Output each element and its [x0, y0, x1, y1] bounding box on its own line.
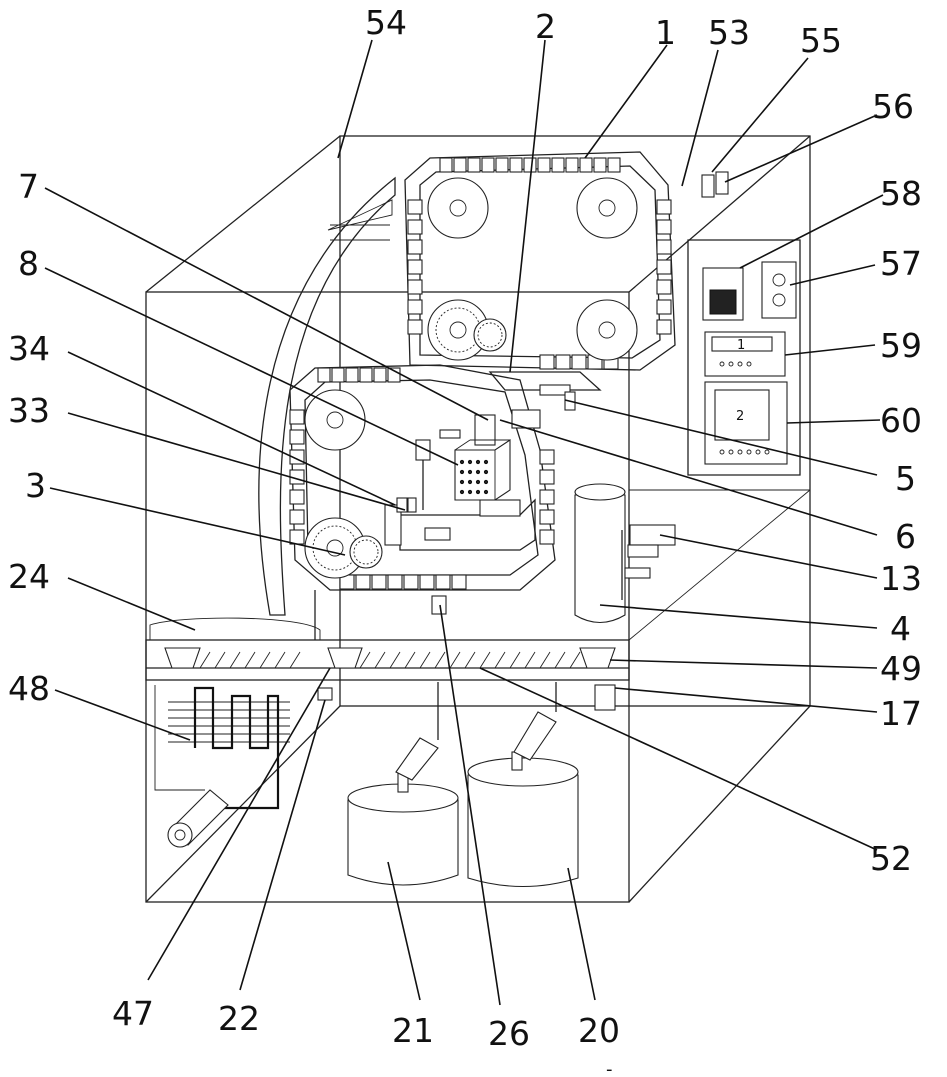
ref-24: 24	[8, 557, 50, 596]
leader-55	[712, 58, 808, 172]
ref-20: 20	[578, 1011, 620, 1050]
ref-26: 26	[488, 1014, 530, 1053]
ref-56: 56	[872, 87, 914, 126]
ref-57: 57	[880, 244, 922, 283]
storage-cylinder	[575, 484, 625, 623]
ref-58: 58	[880, 174, 922, 213]
ref-4: 4	[890, 609, 911, 648]
leader-58	[740, 195, 883, 268]
leader-53	[682, 50, 718, 186]
ref-54: 54	[365, 3, 407, 42]
leader-49	[610, 660, 877, 668]
ref-7: 7	[18, 167, 39, 206]
ref-47: 47	[112, 994, 154, 1033]
ref-21: 21	[392, 1011, 434, 1050]
ref-17: 17	[880, 694, 922, 733]
footer-mark: -	[606, 1059, 613, 1077]
ref-49: 49	[880, 649, 922, 688]
tank-20	[468, 682, 578, 887]
leader-17	[615, 688, 877, 712]
ref-5: 5	[895, 459, 916, 498]
ref-48: 48	[8, 669, 50, 708]
leader-59	[785, 345, 875, 355]
central-work-station	[385, 372, 600, 550]
perforated-block	[455, 440, 510, 500]
ref-1: 1	[655, 13, 676, 52]
ref-22: 22	[218, 999, 260, 1038]
leader-48	[55, 690, 190, 740]
ref-13: 13	[880, 559, 922, 598]
leader-56	[725, 115, 877, 182]
tank-21	[348, 682, 458, 885]
leader-60	[787, 420, 880, 423]
upper-sprocket-wheels	[428, 178, 637, 360]
upper-conveyor-chain	[405, 152, 675, 370]
heating-coil	[155, 685, 290, 847]
ref-52: 52	[870, 839, 912, 878]
display-2-label: 2	[736, 409, 744, 424]
ref-2: 2	[535, 7, 556, 46]
ref-53: 53	[708, 13, 750, 52]
leader-54	[338, 40, 372, 158]
leader-57	[790, 265, 875, 285]
display-2: 2	[705, 382, 787, 464]
leader-1	[585, 45, 667, 158]
control-panel: 1 2	[688, 172, 800, 475]
ref-55: 55	[800, 21, 842, 60]
display-1-label: 1	[737, 338, 745, 353]
rail-hatching	[200, 652, 580, 668]
ref-3: 3	[25, 466, 46, 505]
ref-8: 8	[18, 244, 39, 283]
ref-33: 33	[8, 391, 50, 430]
leader-24	[68, 578, 195, 630]
ref-34: 34	[8, 329, 50, 368]
leader-22	[240, 700, 325, 990]
ref-6: 6	[895, 517, 916, 556]
ref-59: 59	[880, 326, 922, 365]
leader-20	[568, 868, 595, 1000]
leader-4	[600, 605, 877, 628]
ref-60: 60	[880, 401, 922, 440]
leader-2	[510, 40, 545, 372]
leader-13	[660, 535, 877, 578]
display-1: 1	[705, 332, 785, 376]
